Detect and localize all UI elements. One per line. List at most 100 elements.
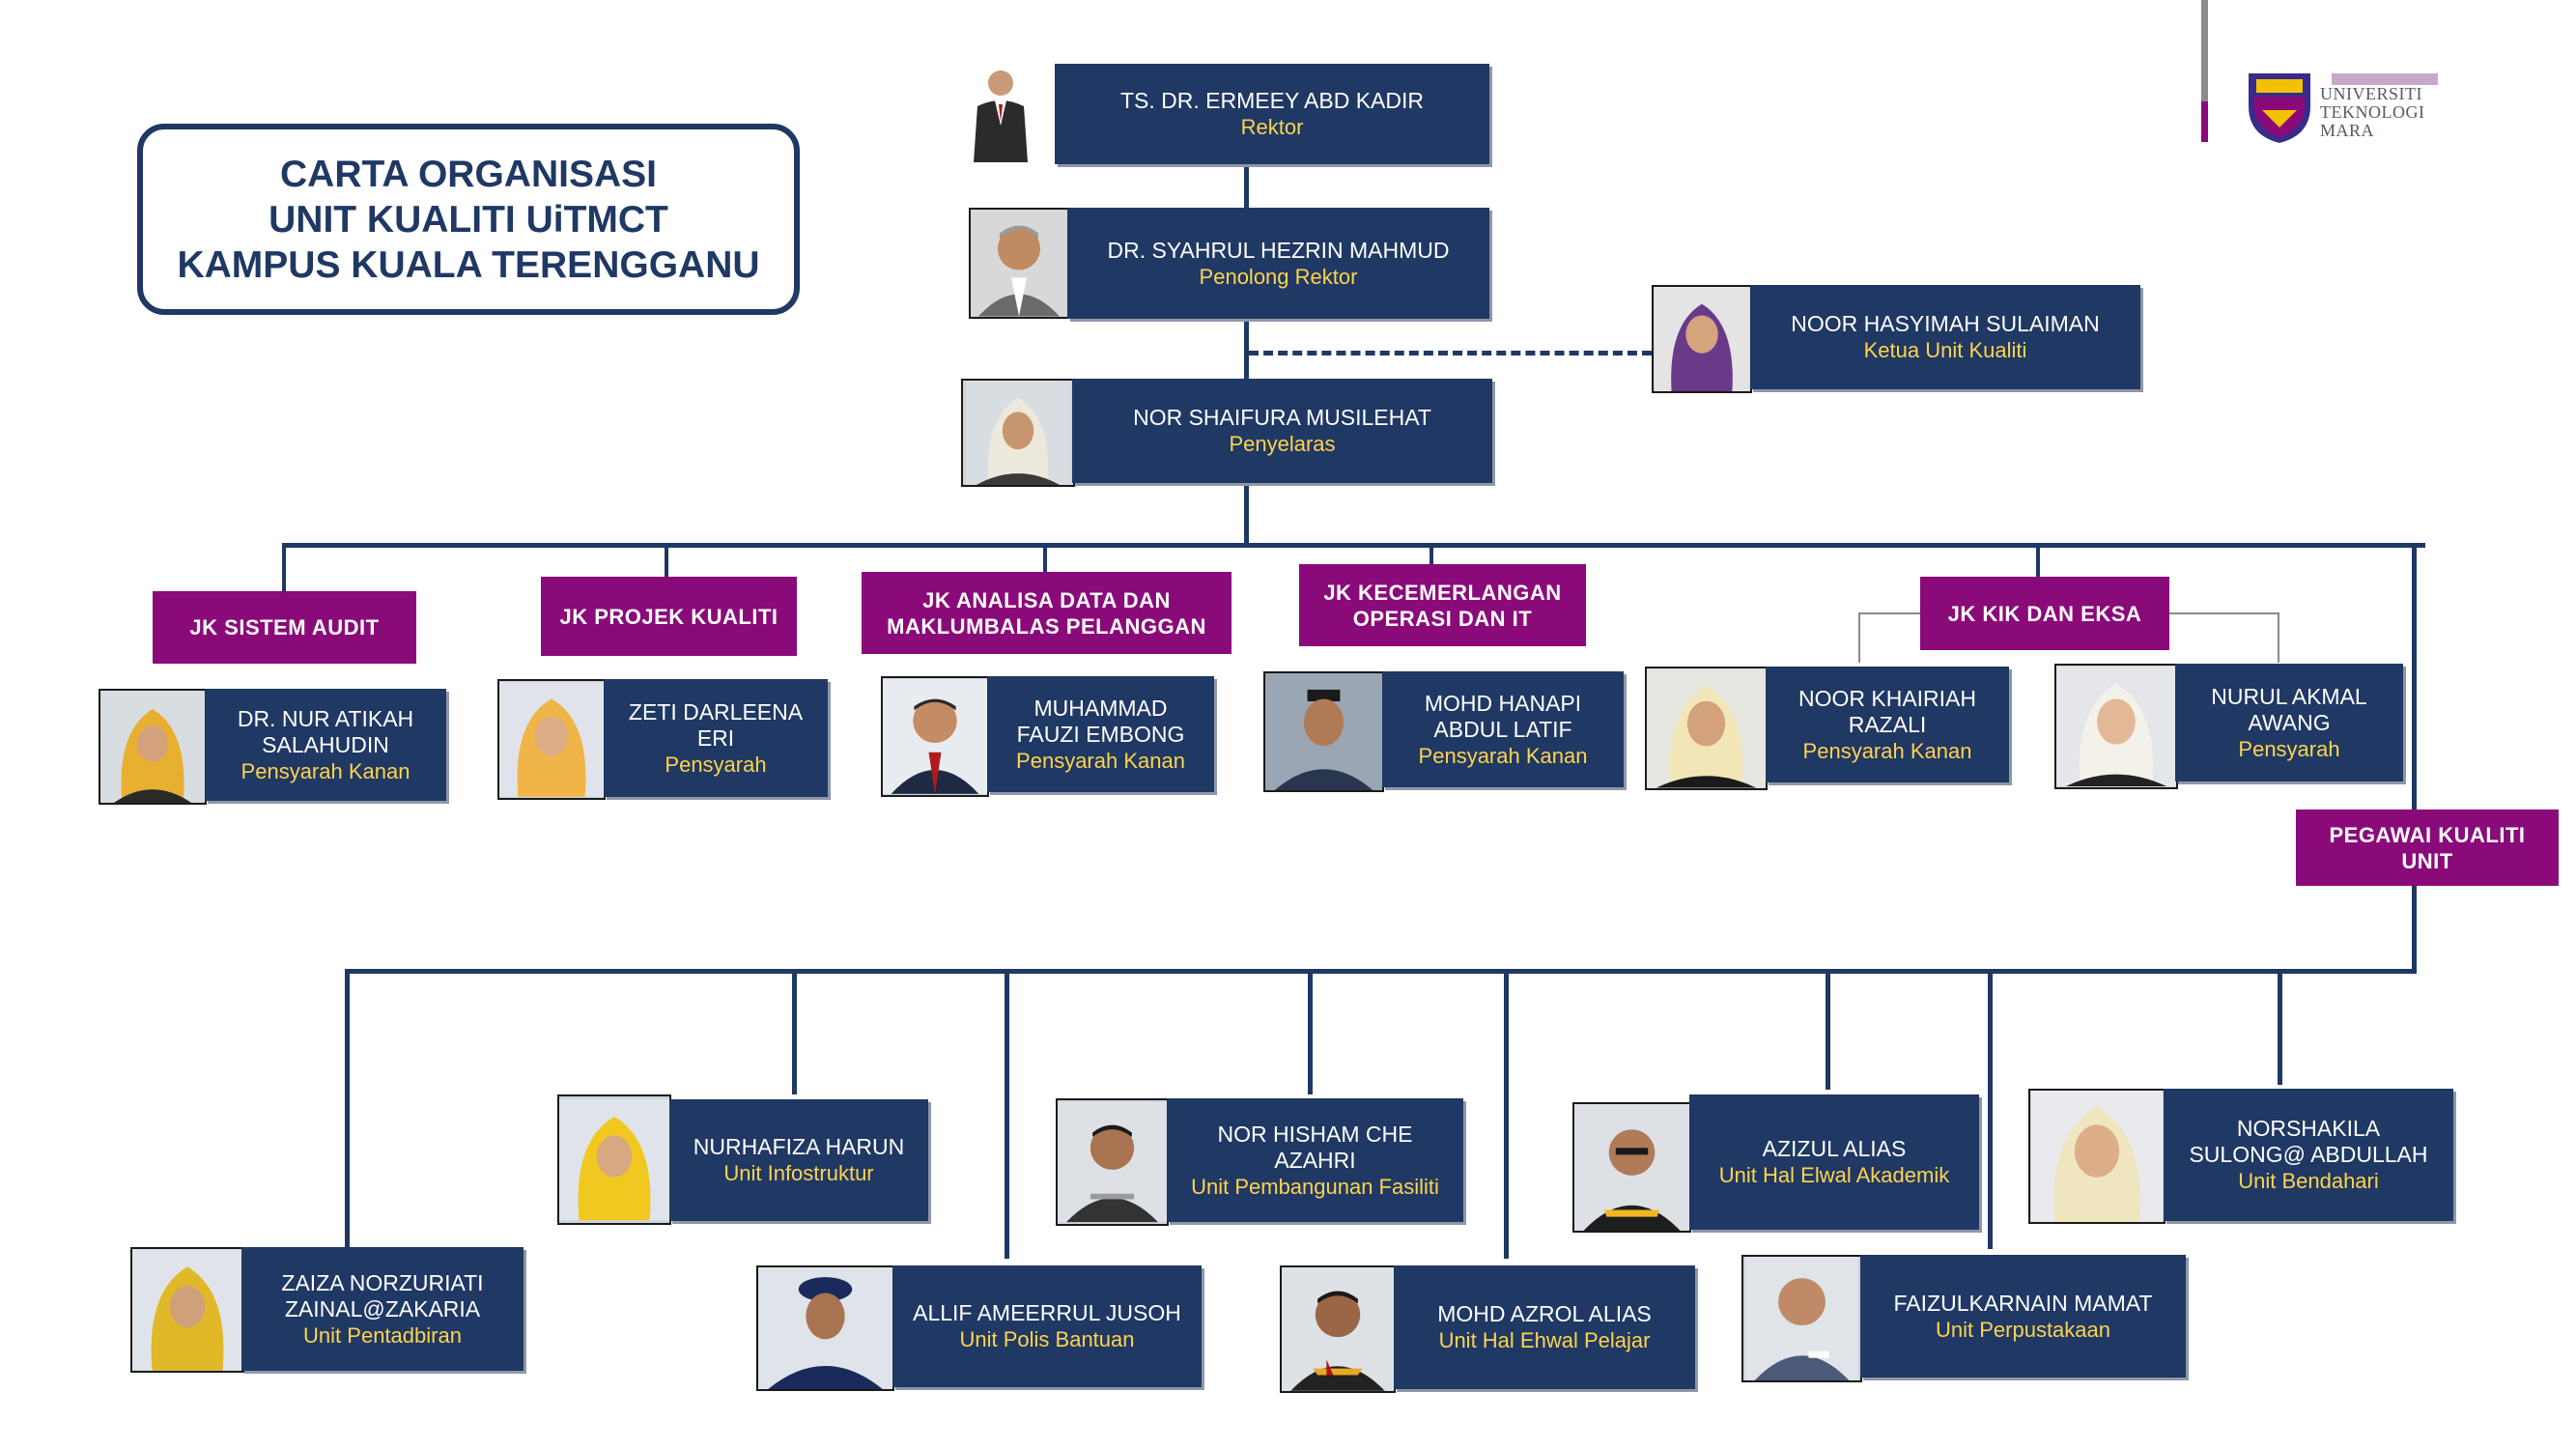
azizul-card: AZIZUL ALIAS Unit Hal Elwal Akademik [1689, 1094, 1979, 1230]
zeti-card: ZETI DARLEENA ERI Pensyarah [604, 679, 828, 797]
allif-name: ALLIF AMEERRUL JUSOH [913, 1300, 1181, 1325]
committee-audit-label: JK SISTEM AUDIT [189, 615, 380, 639]
zeti-photo [497, 679, 606, 800]
title-line-2: UNIT KUALITI UiTMCT [269, 198, 668, 241]
connector-unit-horizontal [345, 969, 2417, 974]
hisham-name-1: NOR HISHAM CHE [1217, 1121, 1413, 1147]
ketua-role: Ketua Unit Kualiti [1863, 338, 2027, 362]
committee-operasi: JK KECEMERLANGAN OPERASI DAN IT [1299, 564, 1586, 646]
connector-pegawai [2412, 543, 2417, 973]
hisham-name-2: AZAHRI [1274, 1147, 1356, 1173]
akmal-photo [2054, 664, 2178, 789]
penyelaras-photo [961, 379, 1075, 487]
logo-text-line-3: MARA [2320, 121, 2375, 140]
uitm-crest-icon [2249, 73, 2438, 143]
connector-azrol [1504, 969, 1509, 1259]
hanapi-name-2: ABDUL LATIF [1433, 716, 1572, 742]
norshakila-name-1: NORSHAKILA [2236, 1116, 2381, 1141]
committee-operasi-line-1: JK KECEMERLANGAN [1323, 580, 1562, 605]
connector-nurhafiza [792, 969, 797, 1094]
penyelaras-card: NOR SHAIFURA MUSILEHAT Penyelaras [1072, 379, 1492, 483]
atikah-name-1: DR. NUR ATIKAH [237, 705, 414, 731]
connector-kik [2036, 543, 2040, 577]
hisham-role: Unit Pembangunan Fasiliti [1191, 1174, 1439, 1199]
khairiah-name-1: NOOR KHAIRIAH [1798, 685, 1977, 711]
committee-operasi-line-2: OPERASI DAN IT [1352, 606, 1533, 631]
azrol-name: MOHD AZROL ALIAS [1437, 1301, 1652, 1326]
logo-divider-accent [2201, 101, 2208, 142]
atikah-name-2: SALAHUDIN [262, 731, 389, 757]
committee-analisa-line-2: MAKLUMBALAS PELANGGAN [887, 613, 1206, 639]
faizul-card: FAIZULKARNAIN MAMAT Unit Perpustakaan [1860, 1255, 2186, 1378]
allif-role: Unit Polis Bantuan [959, 1327, 1135, 1351]
azrol-card: MOHD AZROL ALIAS Unit Hal Ehwal Pelajar [1394, 1265, 1695, 1389]
fauzi-card: MUHAMMAD FAUZI EMBONG Pensyarah Kanan [987, 676, 1214, 792]
hanapi-name-1: MOHD HANAPI [1424, 690, 1582, 716]
nurhafiza-name: NURHAFIZA HARUN [693, 1134, 905, 1159]
akmal-name-1: NURUL AKMAL [2211, 683, 2367, 709]
committee-pegawai-line-1: PEGAWAI KUALITI [2329, 822, 2526, 847]
committee-audit: JK SISTEM AUDIT [153, 591, 416, 664]
atikah-role: Pensyarah Kanan [241, 758, 410, 783]
azrol-photo [1280, 1265, 1396, 1393]
connector-faizul [1988, 969, 1993, 1249]
ketua-photo [1652, 285, 1752, 393]
azizul-role: Unit Hal Elwal Akademik [1718, 1163, 1950, 1187]
fauzi-photo [881, 676, 989, 797]
committee-analisa: JK ANALISA DATA DAN MAKLUMBALAS PELANGGA… [862, 572, 1231, 654]
logo-text-line-2: TEKNOLOGI [2320, 102, 2425, 122]
ketua-card: NOOR HASYIMAH SULAIMAN Ketua Unit Kualit… [1750, 285, 2140, 389]
connector-analisa [1043, 543, 1047, 572]
faizul-photo [1741, 1255, 1862, 1382]
penyelaras-name: NOR SHAIFURA MUSILEHAT [1133, 405, 1431, 430]
committee-kik: JK KIK DAN EKSA [1920, 577, 2169, 650]
norshakila-role: Unit Bendahari [2238, 1169, 2379, 1193]
zaiza-role: Unit Pentadbiran [303, 1322, 462, 1348]
connector-norshakila [2278, 969, 2282, 1085]
title-line-3: KAMPUS KUALA TERENGGANU [177, 243, 760, 286]
connector-zaiza [345, 969, 350, 1247]
zeti-name-1: ZETI DARLEENA [628, 698, 804, 724]
norshakila-photo [2028, 1089, 2166, 1224]
title-box: CARTA ORGANISASI UNIT KUALITI UiTMCT KAM… [137, 124, 800, 315]
rektor-avatar [974, 71, 1028, 162]
committee-projek-label: JK PROJEK KUALITI [559, 604, 778, 629]
allif-photo [756, 1265, 894, 1391]
zaiza-photo [130, 1247, 244, 1373]
norshakila-card: NORSHAKILA SULONG@ ABDULLAH Unit Bendaha… [2164, 1089, 2453, 1221]
nurhafiza-photo [557, 1094, 671, 1225]
penolong-name: DR. SYAHRUL HEZRIN MAHMUD [1107, 237, 1450, 263]
committee-analisa-line-1: JK ANALISA DATA DAN [922, 587, 1171, 612]
connector-allif [1005, 969, 1009, 1259]
akmal-card: NURUL AKMAL AWANG Pensyarah [2175, 664, 2403, 781]
faizul-name: FAIZULKARNAIN MAMAT [1893, 1290, 2153, 1316]
atikah-photo [99, 689, 207, 805]
connector-committee-horizontal [282, 543, 2425, 548]
ketua-name: NOOR HASYIMAH SULAIMAN [1791, 311, 2100, 336]
azizul-photo [1572, 1102, 1691, 1233]
azizul-name: AZIZUL ALIAS [1762, 1136, 1907, 1161]
committee-projek: JK PROJEK KUALITI [541, 577, 797, 656]
zaiza-name-1: ZAIZA NORZURIATI [281, 1269, 484, 1295]
penolong-role: Penolong Rektor [1199, 264, 1358, 289]
hanapi-card: MOHD HANAPI ABDUL LATIF Pensyarah Kanan [1382, 671, 1624, 787]
rektor-card: TS. DR. ERMEEY ABD KADIR Rektor [1055, 64, 1489, 164]
hisham-photo [1056, 1098, 1169, 1226]
zeti-role: Pensyarah [665, 752, 767, 777]
nurhafiza-role: Unit Infostruktur [723, 1161, 874, 1185]
allif-card: ALLIF AMEERRUL JUSOH Unit Polis Bantuan [892, 1265, 1202, 1387]
connector-projek [665, 543, 668, 577]
hanapi-role: Pensyarah Kanan [1418, 743, 1588, 768]
atikah-card: DR. NUR ATIKAH SALAHUDIN Pensyarah Kanan [205, 689, 446, 801]
hanapi-photo [1263, 671, 1384, 792]
rektor-name: TS. DR. ERMEEY ABD KADIR [1120, 88, 1424, 113]
akmal-role: Pensyarah [2238, 736, 2340, 761]
connector-hisham [1308, 969, 1313, 1094]
connector-azizul [1826, 969, 1830, 1090]
connector-penyelaras-down [1244, 483, 1249, 546]
fauzi-role: Pensyarah Kanan [1016, 748, 1185, 773]
norshakila-name-2: SULONG@ ABDULLAH [2189, 1142, 2428, 1167]
zeti-name-2: ERI [696, 724, 735, 751]
committee-pegawai-line-2: UNIT [2401, 848, 2453, 873]
faizul-role: Unit Perpustakaan [1936, 1317, 2110, 1342]
